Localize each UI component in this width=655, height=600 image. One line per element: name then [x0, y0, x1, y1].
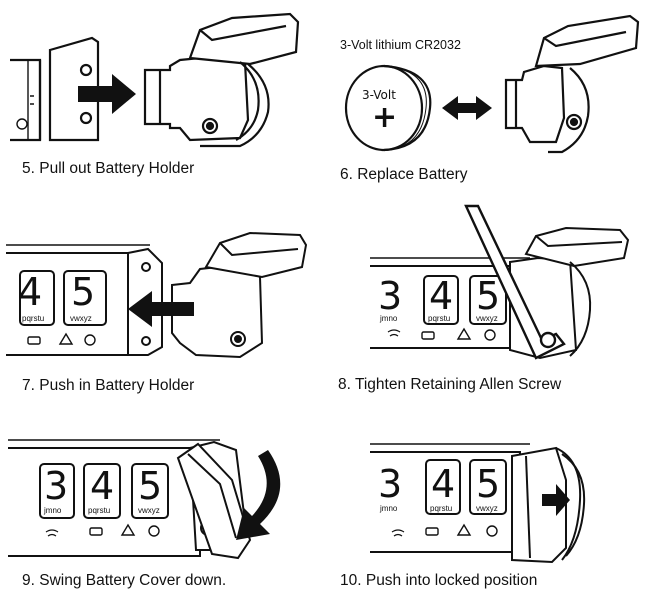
step-8-illustration [370, 204, 630, 360]
key-4-digit: 4 [18, 270, 43, 314]
key-4-letters-s10: pqrstu [430, 504, 453, 513]
key-4-digit-s10: 4 [431, 462, 456, 506]
key-4-digit-s9: 4 [90, 464, 115, 508]
key-4-letters-s8: pqrstu [428, 314, 451, 323]
step-5-panel: 5. Pull out Battery Holder [0, 0, 320, 190]
step-9-illustration [8, 439, 281, 560]
step-6-illustration [344, 14, 640, 154]
step-6-panel: 3-Volt lithium CR2032 3-Volt + 6. Replac… [330, 0, 655, 195]
step-7-panel: 4 pqrstu 5 vwxyz 7. Push in Battery Hold… [0, 205, 330, 405]
step-10-caption: 10. Push into locked position [340, 572, 538, 589]
key-4-digit-s8: 4 [429, 274, 454, 318]
key-5-digit-s10: 5 [476, 462, 501, 506]
key-5-digit: 5 [71, 270, 96, 314]
battery-spec-label: 3-Volt lithium CR2032 [340, 38, 461, 52]
pull-arrow [78, 74, 136, 114]
lock-arrow [542, 484, 570, 516]
battery-holder [143, 12, 300, 148]
key-5-digit-s8: 5 [476, 274, 501, 318]
step-10-panel: 3 jmno 4 pqrstu 5 vwxyz 10. Push into lo… [330, 420, 655, 600]
key-5-letters-s8: vwxyz [476, 314, 498, 323]
key-5-letters: vwxyz [70, 314, 92, 323]
swap-arrow [442, 96, 492, 120]
key-5-letters-s10: vwxyz [476, 504, 498, 513]
step-5-illustration [10, 12, 300, 148]
key-3-letters-s8: jmno [380, 314, 398, 323]
step-10-illustration [370, 443, 586, 564]
battery-holder-6 [504, 14, 640, 154]
swing-arrow [236, 450, 281, 540]
key-3-letters-s10: jmno [380, 504, 398, 513]
allen-wrench [464, 204, 566, 360]
key-3-digit-s8: 3 [378, 274, 403, 318]
step-6-caption: 6. Replace Battery [340, 166, 468, 183]
step-8-panel: 3 jmno 4 pqrstu 5 vwxyz 8. Tighten Retai… [330, 200, 655, 405]
key-3-digit-s10: 3 [378, 462, 403, 506]
step-9-panel: 3 jmno 4 pqrstu 5 vwxyz 9. Swing Battery… [0, 420, 330, 600]
step-7-illustration [6, 231, 308, 359]
step-9-caption: 9. Swing Battery Cover down. [22, 572, 227, 589]
key-5-letters-s9: vwxyz [138, 506, 160, 515]
step-5-caption: 5. Pull out Battery Holder [22, 160, 195, 177]
key-4-letters-s9: pqrstu [88, 506, 111, 515]
key-5-digit-s9: 5 [138, 464, 163, 508]
battery-plus-sign: + [372, 100, 398, 135]
key-3-digit-s9: 3 [44, 464, 69, 508]
key-4-letters: pqrstu [22, 314, 45, 323]
battery-face-label: 3-Volt [362, 88, 396, 102]
coin-battery [344, 64, 432, 152]
step-8-caption: 8. Tighten Retaining Allen Screw [338, 376, 562, 393]
push-arrow [128, 291, 194, 327]
key-3-letters-s9: jmno [44, 506, 62, 515]
step-7-caption: 7. Push in Battery Holder [22, 377, 195, 394]
